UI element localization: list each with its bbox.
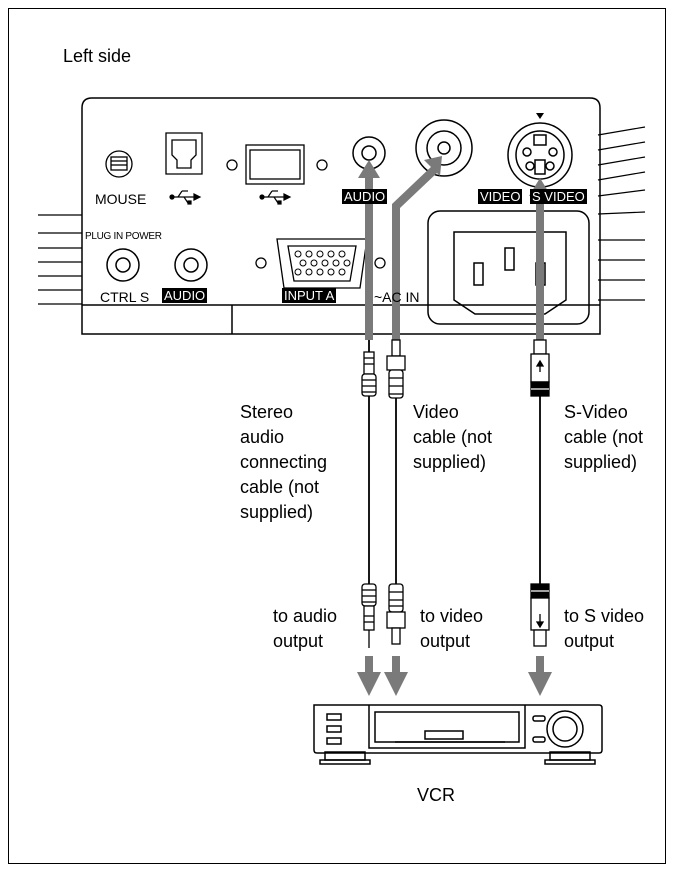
s-video-plug-top <box>530 339 550 397</box>
s-video-cable-label: S-Video cable (not supplied) <box>564 402 644 472</box>
s-video-marker <box>536 113 544 119</box>
video-in-jack <box>415 119 473 177</box>
page-frame <box>8 8 666 864</box>
input-a-pins <box>294 250 351 276</box>
side-label: Left side <box>63 46 132 66</box>
vcr-label: VCR <box>417 785 456 805</box>
usb-symbol-right <box>259 190 292 205</box>
usb-symbol-left <box>169 190 202 205</box>
ctrl-s-jack <box>106 248 140 282</box>
audio-top-tag: AUDIO <box>342 189 388 204</box>
usb-a-port <box>226 144 328 185</box>
right-fins <box>597 126 646 301</box>
vcr-device <box>313 704 603 765</box>
input-a-connector <box>255 238 386 289</box>
ac-in-label: ~AC IN <box>374 289 420 305</box>
video-cable-label: Video cable (not supplied) <box>413 402 493 472</box>
input-a-tag: INPUT A <box>282 288 337 303</box>
video-tag: VIDEO <box>478 189 523 204</box>
mouse-port <box>105 150 133 178</box>
stereo-plug-top <box>361 351 377 397</box>
ac-in-socket <box>427 210 590 325</box>
left-fins <box>38 214 82 305</box>
video-plug-bottom <box>386 583 406 645</box>
stereo-cable-label: Stereo audio connecting cable (not suppl… <box>240 402 328 522</box>
audio-output-label: to audio output <box>273 606 338 651</box>
audio-out-jack <box>174 248 208 282</box>
video-plug-top <box>386 339 406 399</box>
signal-arrows-down <box>357 656 552 696</box>
s-video-output-label: to S video output <box>564 606 645 651</box>
audio-left-tag: AUDIO <box>162 288 208 303</box>
s-video-jack <box>507 122 573 188</box>
s-video-plug-bottom <box>530 583 550 647</box>
mouse-label: MOUSE <box>95 191 147 207</box>
video-output-label: to video output <box>420 606 484 651</box>
usb-b-port <box>165 132 203 175</box>
ctrl-s-label: CTRL S <box>100 289 150 305</box>
stereo-plug-bottom <box>361 583 377 648</box>
plug-in-power-label: PLUG IN POWER <box>85 231 162 242</box>
s-video-tag: S VIDEO <box>530 189 587 204</box>
projector-panel <box>81 97 601 335</box>
